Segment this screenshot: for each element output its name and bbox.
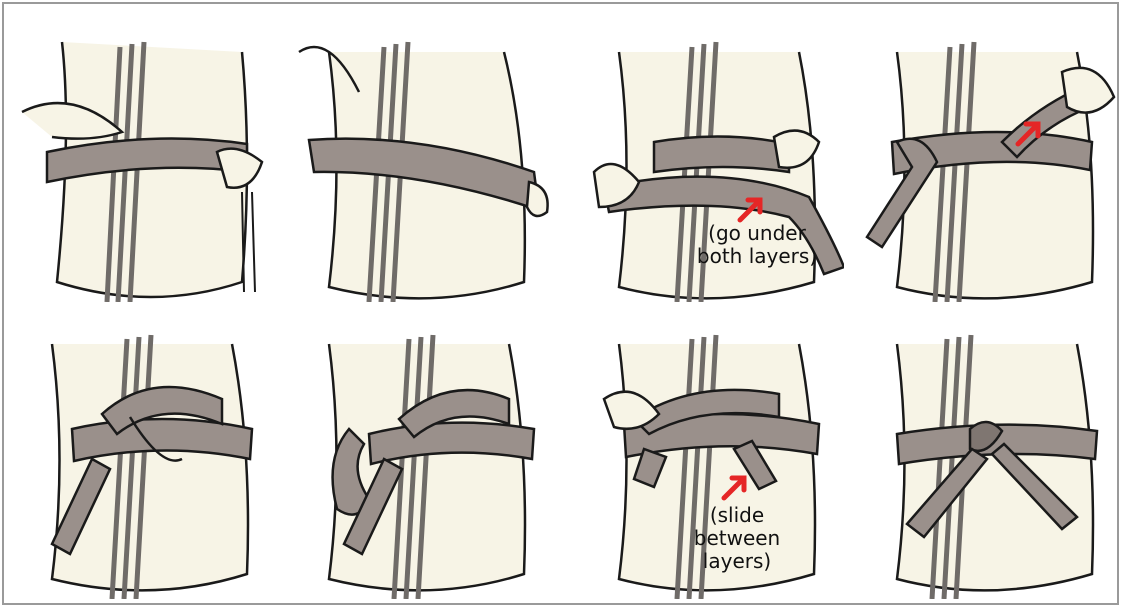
- step-2-illustration: [289, 12, 559, 302]
- step-3-caption: (go under both layers): [687, 222, 827, 268]
- step-7-caption: (slide between layers): [682, 504, 792, 573]
- instruction-frame: (go under both layers) (slide between la…: [2, 2, 1119, 605]
- step-4-illustration: [852, 12, 1122, 302]
- step-6-panel: [289, 309, 559, 599]
- arrow-icon-step-4: [1012, 116, 1046, 150]
- step-5-illustration: [12, 309, 282, 599]
- step-1-illustration: [12, 12, 282, 302]
- step-6-illustration: [289, 309, 559, 599]
- step-1-panel: [12, 12, 282, 302]
- arrow-icon-step-7: [718, 470, 752, 504]
- step-8-panel: [852, 309, 1122, 599]
- step-2-panel: [289, 12, 559, 302]
- step-5-panel: [12, 309, 282, 599]
- step-4-panel: [852, 12, 1122, 302]
- step-8-illustration: [852, 309, 1122, 599]
